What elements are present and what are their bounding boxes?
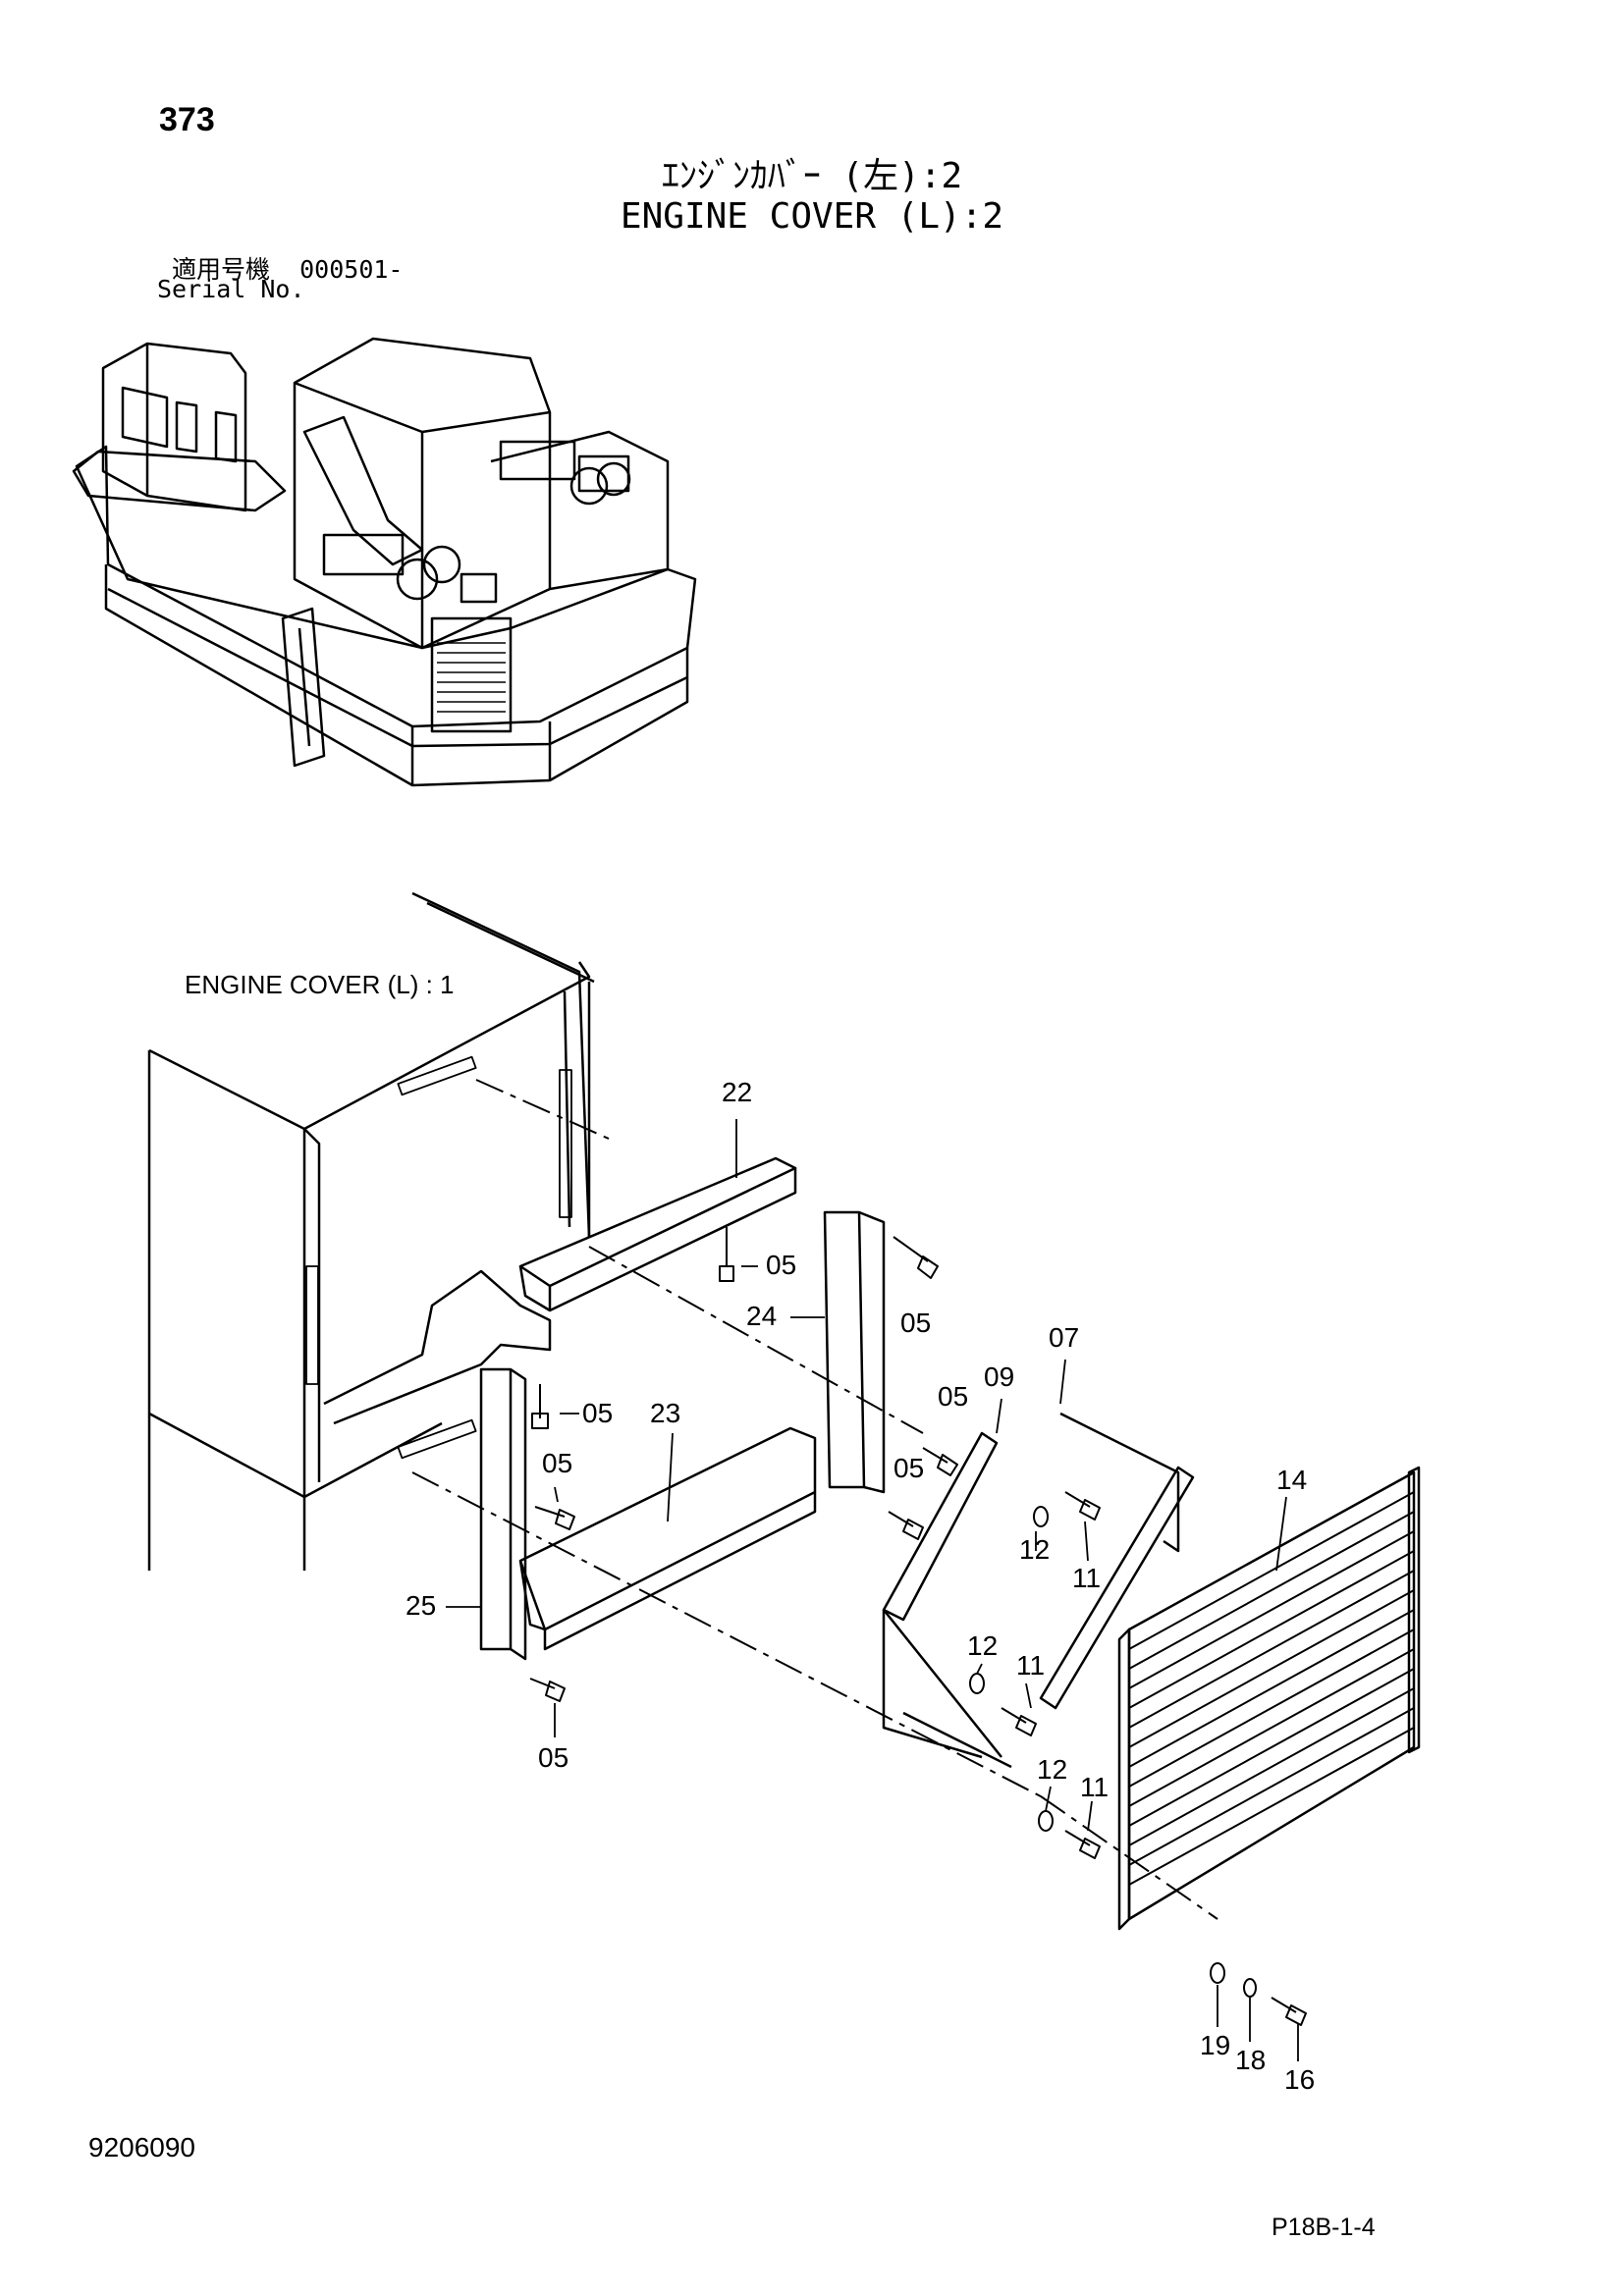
callout-22: 22: [722, 1077, 752, 1107]
callout-18: 18: [1235, 2045, 1266, 2075]
callout-05-e: 05: [938, 1381, 968, 1412]
callout-09: 09: [984, 1362, 1014, 1392]
callout-14: 14: [1276, 1465, 1307, 1495]
callout-12-c: 12: [1037, 1754, 1067, 1785]
document-number: 9206090: [88, 2132, 196, 2163]
title-english: ENGINE COVER (L):2: [620, 196, 1004, 237]
page-code: P18B-1-4: [1272, 2214, 1376, 2241]
callout-07: 07: [1049, 1322, 1079, 1353]
callout-05-f: 05: [893, 1453, 924, 1483]
callout-12-b: 12: [967, 1630, 998, 1661]
callout-05-a: 05: [766, 1250, 796, 1280]
callout-19: 19: [1200, 2030, 1230, 2060]
callout-24: 24: [746, 1301, 777, 1331]
callout-05-c: 05: [582, 1398, 613, 1428]
callout-05-g: 05: [538, 1742, 568, 1773]
callout-11-c: 11: [1080, 1772, 1109, 1802]
serial-label-jp-text: 適用号機: [172, 255, 271, 284]
serial-value: 000501-: [299, 255, 404, 284]
reference-label-engine-cover: ENGINE COVER (L) : 1: [185, 970, 455, 999]
callout-05-b: 05: [900, 1308, 931, 1338]
callout-11-b: 11: [1016, 1650, 1045, 1681]
callout-11-a: 11: [1072, 1563, 1101, 1593]
page-number: 373: [159, 101, 215, 138]
serial-label-japanese: 適用号機 000501-: [172, 250, 403, 286]
callout-16: 16: [1284, 2064, 1315, 2095]
callout-12-a: 12: [1019, 1534, 1050, 1565]
callout-25: 25: [406, 1590, 436, 1621]
title-japanese: ｴﾝｼﾞﾝｶﾊﾞｰ (左):2: [661, 156, 963, 196]
callout-23: 23: [650, 1398, 680, 1428]
callout-05-d: 05: [542, 1448, 572, 1478]
serial-label-english: Serial No.: [157, 275, 305, 303]
